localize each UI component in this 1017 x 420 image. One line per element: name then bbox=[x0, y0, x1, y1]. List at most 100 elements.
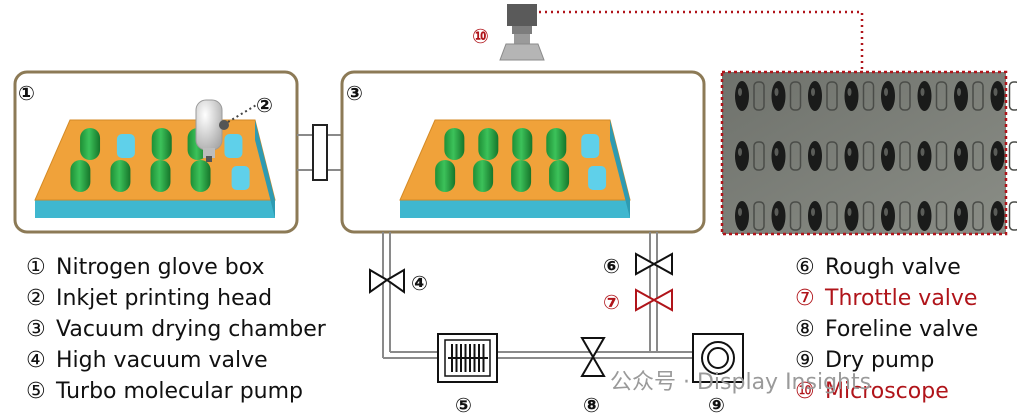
legend-label: Microscope bbox=[825, 379, 949, 404]
badge-hv-valve: ④ bbox=[411, 271, 428, 295]
micro-drop-highlight bbox=[774, 148, 779, 156]
micro-well bbox=[862, 141, 875, 171]
ink-drop bbox=[549, 160, 570, 192]
micro-drop bbox=[808, 81, 822, 111]
micro-well bbox=[899, 141, 911, 171]
micro-drop bbox=[881, 81, 895, 111]
well bbox=[588, 166, 607, 190]
well bbox=[116, 134, 135, 158]
micro-well bbox=[935, 81, 948, 111]
micro-drop-highlight bbox=[774, 88, 779, 96]
micro-drop bbox=[917, 141, 932, 171]
chamber-wells bbox=[435, 128, 607, 192]
microscope-link-dotted bbox=[539, 10, 864, 70]
micro-drop bbox=[735, 141, 749, 171]
micro-well bbox=[862, 81, 875, 111]
micro-drop bbox=[954, 201, 968, 231]
micro-well bbox=[972, 201, 984, 231]
legend-label: Dry pump bbox=[825, 348, 935, 373]
ink-drop bbox=[512, 128, 533, 160]
legend-num: ⑨ bbox=[795, 348, 815, 373]
micro-drop-highlight bbox=[738, 148, 742, 156]
ink-drop bbox=[80, 128, 101, 160]
microscope-camera-icon bbox=[499, 4, 545, 61]
legend-item-print-head: ② Inkjet printing head bbox=[26, 283, 326, 314]
ink-drop bbox=[511, 160, 532, 192]
ink-drop bbox=[151, 128, 172, 160]
micro-drop bbox=[735, 201, 749, 231]
legend-label: High vacuum valve bbox=[56, 348, 268, 373]
turbo-pump-icon bbox=[437, 333, 498, 383]
micro-drop bbox=[990, 201, 1005, 231]
micro-drop-highlight bbox=[738, 88, 742, 96]
legend-label: Turbo molecular pump bbox=[56, 379, 304, 404]
legend-item-rough-valve: ⑥ Rough valve bbox=[795, 252, 978, 283]
micro-well bbox=[1008, 201, 1017, 231]
throttle-valve-icon bbox=[635, 288, 673, 312]
rough-valve-icon bbox=[635, 252, 673, 276]
micro-well bbox=[753, 201, 765, 231]
legend-label: Rough valve bbox=[825, 255, 961, 280]
micro-drop bbox=[990, 141, 1005, 171]
micro-drop-highlight bbox=[957, 148, 961, 156]
legend-label: Nitrogen glove box bbox=[56, 255, 265, 280]
glove-box-chamber-connector bbox=[297, 124, 345, 181]
badge-foreline-valve: ⑧ bbox=[583, 393, 600, 417]
legend-label: Inkjet printing head bbox=[56, 286, 273, 311]
ink-drop bbox=[473, 160, 494, 192]
micro-drop-highlight bbox=[920, 148, 925, 156]
micro-well bbox=[753, 141, 765, 171]
micro-drop bbox=[954, 141, 968, 171]
well bbox=[224, 134, 243, 158]
micro-well bbox=[972, 81, 984, 111]
ink-drop bbox=[444, 128, 465, 160]
micro-drop bbox=[917, 201, 932, 231]
legend-label: Vacuum drying chamber bbox=[56, 317, 326, 342]
micro-well bbox=[862, 201, 875, 231]
micro-drop-highlight bbox=[920, 88, 925, 96]
micro-well bbox=[935, 201, 948, 231]
legend-num: ② bbox=[26, 286, 46, 311]
micro-drop-highlight bbox=[847, 88, 852, 96]
badge-print-head: ② bbox=[256, 93, 273, 117]
micro-drop bbox=[881, 201, 895, 231]
legend-num: ① bbox=[26, 255, 46, 280]
legend-left: ① Nitrogen glove box ② Inkjet printing hea… bbox=[26, 252, 326, 407]
badge-chamber: ③ bbox=[346, 81, 363, 105]
micro-drop-highlight bbox=[811, 88, 815, 96]
micro-well bbox=[972, 141, 984, 171]
micro-well bbox=[826, 81, 838, 111]
ink-drop bbox=[435, 160, 456, 192]
micro-drop-highlight bbox=[847, 208, 852, 216]
micro-drop-highlight bbox=[884, 208, 888, 216]
micro-drop bbox=[808, 201, 822, 231]
micro-drop-highlight bbox=[957, 208, 961, 216]
foreline-valve-icon bbox=[580, 337, 606, 377]
micro-drop-highlight bbox=[993, 148, 998, 156]
ink-drop bbox=[190, 160, 211, 192]
micro-well bbox=[789, 141, 802, 171]
micro-drop bbox=[771, 81, 786, 111]
legend-item-glove-box: ① Nitrogen glove box bbox=[26, 252, 326, 283]
legend-num: ⑩ bbox=[795, 379, 815, 404]
high-vacuum-valve-icon bbox=[369, 268, 405, 294]
micro-drop-highlight bbox=[993, 88, 998, 96]
legend-item-dry-pump: ⑨ Dry pump bbox=[795, 345, 978, 376]
micro-drop bbox=[771, 201, 786, 231]
legend-num: ⑥ bbox=[795, 255, 815, 280]
micro-drop-highlight bbox=[847, 148, 852, 156]
legend-label: Throttle valve bbox=[825, 286, 978, 311]
ink-drop bbox=[150, 160, 171, 192]
micro-drop-highlight bbox=[957, 88, 961, 96]
badge-glove-box: ① bbox=[18, 81, 35, 105]
ink-drop bbox=[546, 128, 567, 160]
legend-num: ⑧ bbox=[795, 317, 815, 342]
dry-pump-icon bbox=[692, 333, 744, 383]
well bbox=[231, 166, 250, 190]
